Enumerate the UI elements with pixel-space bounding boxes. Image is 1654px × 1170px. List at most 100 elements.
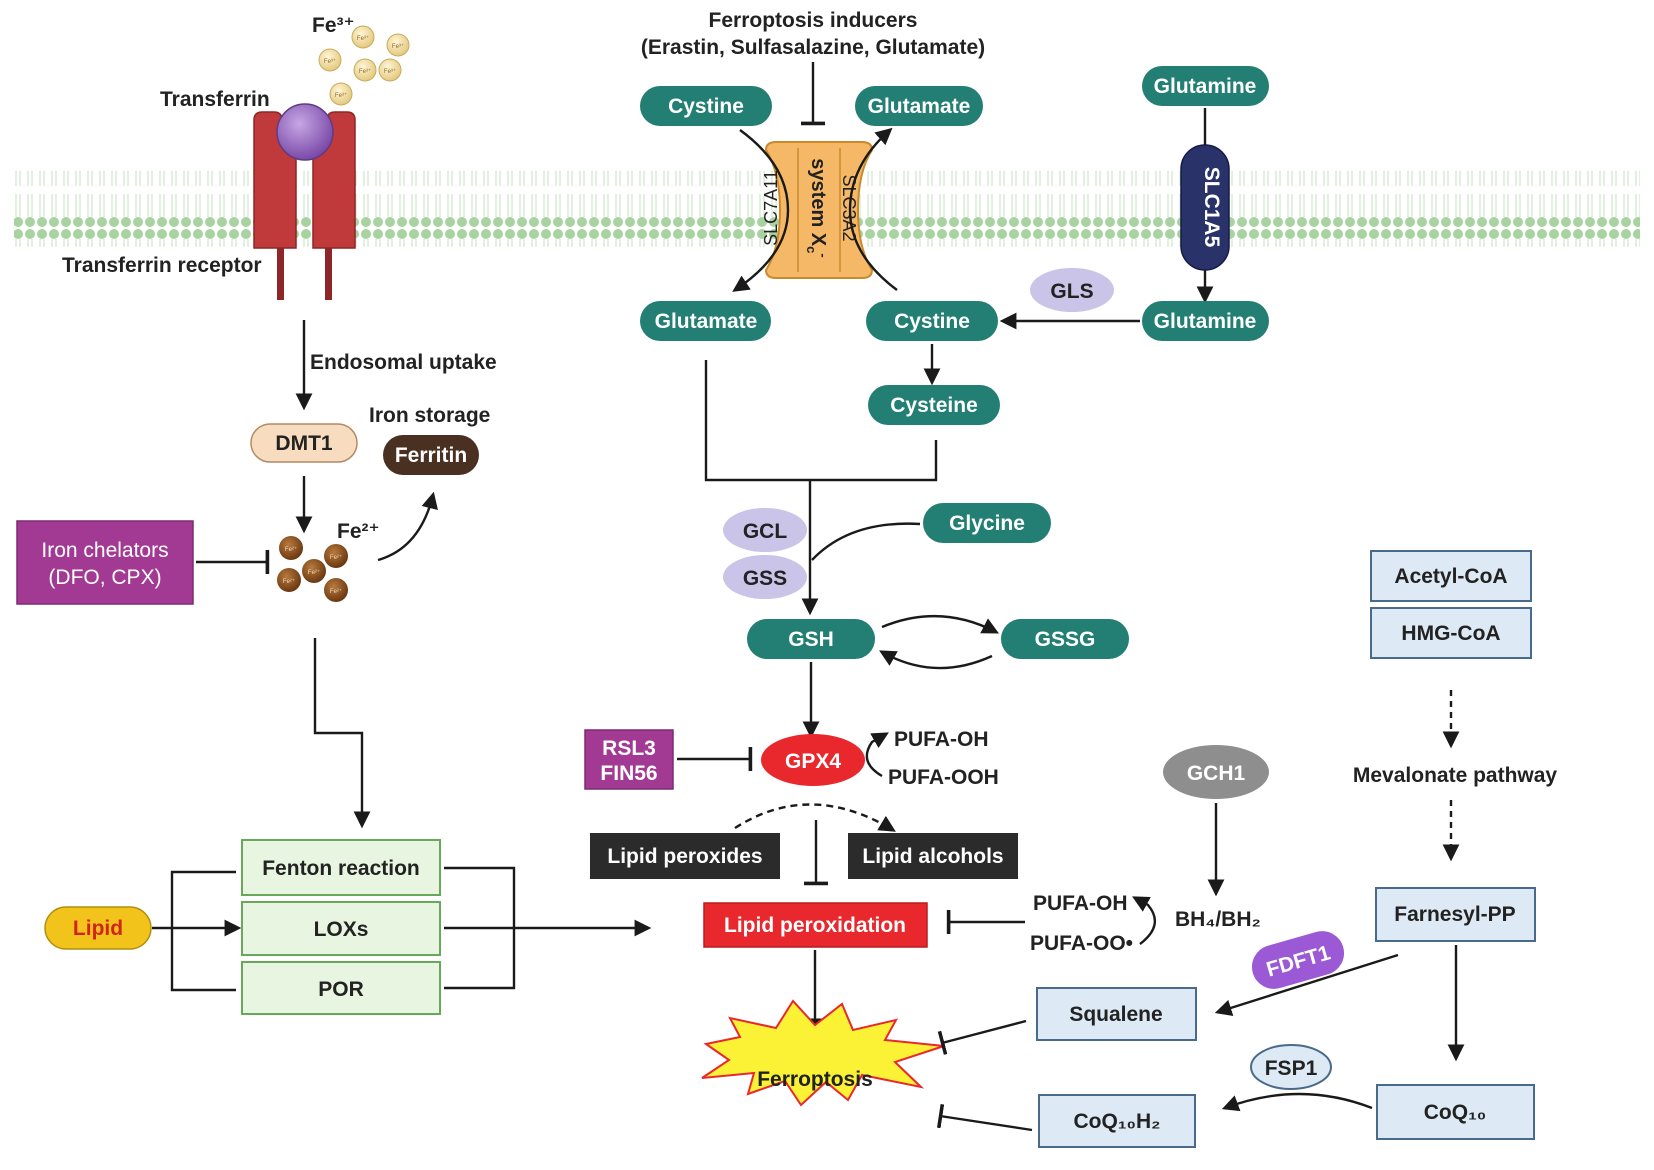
fe2-ion-label: Fe²⁺	[285, 546, 297, 553]
dmt1-pill	[250, 423, 358, 463]
farnesyl-pp-box	[1375, 887, 1536, 942]
gssg-label: GSSG	[1035, 628, 1096, 651]
gcl-label: GCL	[743, 520, 788, 543]
lipid-peroxidation-box	[703, 902, 928, 948]
fe2-ion-label: Fe²⁺	[308, 569, 320, 576]
fe2-ion	[279, 536, 303, 560]
fe3-ion	[329, 82, 353, 106]
fe3-ion	[318, 48, 342, 72]
hmg-coa-label: HMG-CoA	[1401, 622, 1500, 645]
hmg-coa-box	[1370, 607, 1532, 659]
fe2-ion	[277, 568, 301, 592]
mevalonate-pathway-label: Mevalonate pathway	[1353, 764, 1558, 787]
slc1a5-label: SLC1A5	[1200, 167, 1223, 248]
bh4-pufa-oh-label: PUFA-OH	[1033, 892, 1128, 915]
glycine-join-curve	[811, 522, 921, 561]
fe2-ion-label: Fe²⁺	[283, 578, 295, 585]
rsl3-label: RSL3	[602, 737, 656, 760]
transferrin-label: Transferrin	[160, 88, 270, 111]
fe3-ion	[386, 33, 410, 57]
farnesyl-to-squalene-arrow	[1214, 953, 1399, 1016]
gch1-label: GCH1	[1187, 762, 1246, 785]
bh4-pufa-conversion-arrow	[1132, 896, 1157, 945]
fe3-ion-label: Fe³⁺	[359, 68, 371, 75]
fe2-to-fenton-arrow	[313, 638, 371, 829]
system-xc-label: system Xc-	[804, 158, 831, 257]
fe2-ion	[302, 559, 326, 583]
glutamate-out-label: Glutamate	[868, 95, 971, 118]
rsl3-fin56-box	[584, 729, 674, 790]
transferrin	[276, 103, 334, 161]
slc7a11-label: SLC7A11	[761, 170, 781, 246]
cystine-in-pill	[866, 301, 998, 341]
gpx4-label: GPX4	[785, 750, 841, 773]
gss-label: GSS	[743, 567, 787, 590]
lipid-alcohols-box	[848, 833, 1018, 879]
slc1a5-transporter	[1180, 144, 1230, 271]
coq10-box	[1376, 1084, 1535, 1140]
endosomal-uptake-label: Endosomal uptake	[310, 351, 497, 374]
cystine-out-label: Cystine	[668, 95, 744, 118]
gch1-oval	[1163, 745, 1269, 799]
fe3-ions: Fe³⁺ Fe³⁺ Fe³⁺ Fe³⁺ Fe³⁺ Fe³⁺	[318, 25, 410, 106]
fdft1-tag	[1251, 931, 1345, 989]
ferroptosis-inducers-line1: Ferroptosis inducers	[709, 9, 918, 32]
glutamine-out-pill	[1142, 66, 1269, 106]
fsp1-label: FSP1	[1265, 1057, 1318, 1080]
gls-label: GLS	[1050, 280, 1093, 303]
cystine-in-label: Cystine	[894, 310, 970, 333]
gpx4-pufa-oh-label: PUFA-OH	[894, 728, 989, 751]
fe2-ion-label: Fe²⁺	[330, 554, 342, 561]
fe3-ion-label: Fe³⁺	[392, 43, 404, 50]
bh4-label: BH₄/BH₂	[1175, 908, 1261, 931]
cystine-import-arrow	[732, 129, 790, 292]
coq10-label: CoQ₁₀	[1424, 1101, 1486, 1124]
fe3-label: Fe³⁺	[312, 14, 355, 37]
cysteine-label: Cysteine	[890, 394, 978, 417]
glutamine-in-label: Glutamine	[1154, 310, 1257, 333]
coq10h2-box	[1038, 1094, 1196, 1148]
gssg-pill	[1001, 619, 1129, 659]
por-box	[241, 961, 441, 1015]
ferroptosis-inducers-line2: (Erastin, Sulfasalazine, Glutamate)	[641, 36, 985, 59]
loxs-box	[241, 901, 441, 956]
iron-chelators-box	[16, 520, 194, 605]
glutamine-in-pill	[1142, 301, 1269, 341]
fe3-ion	[353, 58, 377, 82]
gpx4-pufa-reduction-arrow	[865, 732, 889, 778]
glutamine-group: Glutamine SLC1A5 Glutamine GLS	[999, 66, 1269, 341]
transferrin-receptor-label: Transferrin receptor	[62, 254, 262, 277]
loxs-label: LOXs	[314, 918, 369, 941]
lipid-label: Lipid	[73, 917, 123, 940]
dmt1-label: DMT1	[275, 432, 332, 455]
gpx4-oval	[761, 734, 865, 786]
fenton-reaction-box	[241, 839, 441, 896]
gcl-oval	[723, 508, 807, 552]
gss-oval	[723, 555, 807, 599]
fe3-ion	[378, 58, 402, 82]
fe2-to-ferritin-arrow	[377, 491, 438, 562]
squalene-inhibits-ferroptosis	[937, 1019, 1027, 1055]
coq10-to-coq10h2-arrow	[1221, 1092, 1373, 1112]
gsh-gpx4-group: GCL GSS Glycine GSH GSSG RSL3 FIN56 GPX4…	[584, 503, 1129, 1107]
ferritin-label: Ferritin	[395, 444, 467, 467]
cystine-out-pill	[640, 86, 772, 126]
fe3-ion-label: Fe³⁺	[324, 58, 336, 65]
fin56-label: FIN56	[600, 762, 657, 785]
lipid-alcohols-label: Lipid alcohols	[862, 845, 1003, 868]
iron-uptake-group: Fe³⁺ Fe³⁺ Fe³⁺ Fe³⁺ Fe³⁺ Fe³⁺ Fe³⁺ Trans…	[16, 14, 497, 829]
ferroptosis-label: Ferroptosis	[757, 1068, 873, 1091]
cysteine-pill	[868, 385, 1000, 425]
squalene-label: Squalene	[1069, 1003, 1162, 1026]
glycine-label: Glycine	[949, 512, 1025, 535]
fsp1-oval	[1250, 1044, 1332, 1090]
fe2-ion	[324, 544, 348, 568]
lipid-branch-connector	[170, 870, 236, 992]
iron-storage-label: Iron storage	[369, 404, 490, 427]
fe2-label: Fe²⁺	[337, 520, 380, 543]
acetyl-coa-label: Acetyl-CoA	[1394, 565, 1507, 588]
lipid-peroxides-box	[590, 833, 780, 879]
system-xc-transporter	[764, 141, 874, 279]
lipid-sources-group: Lipid Fenton reaction LOXs POR	[44, 839, 652, 1015]
